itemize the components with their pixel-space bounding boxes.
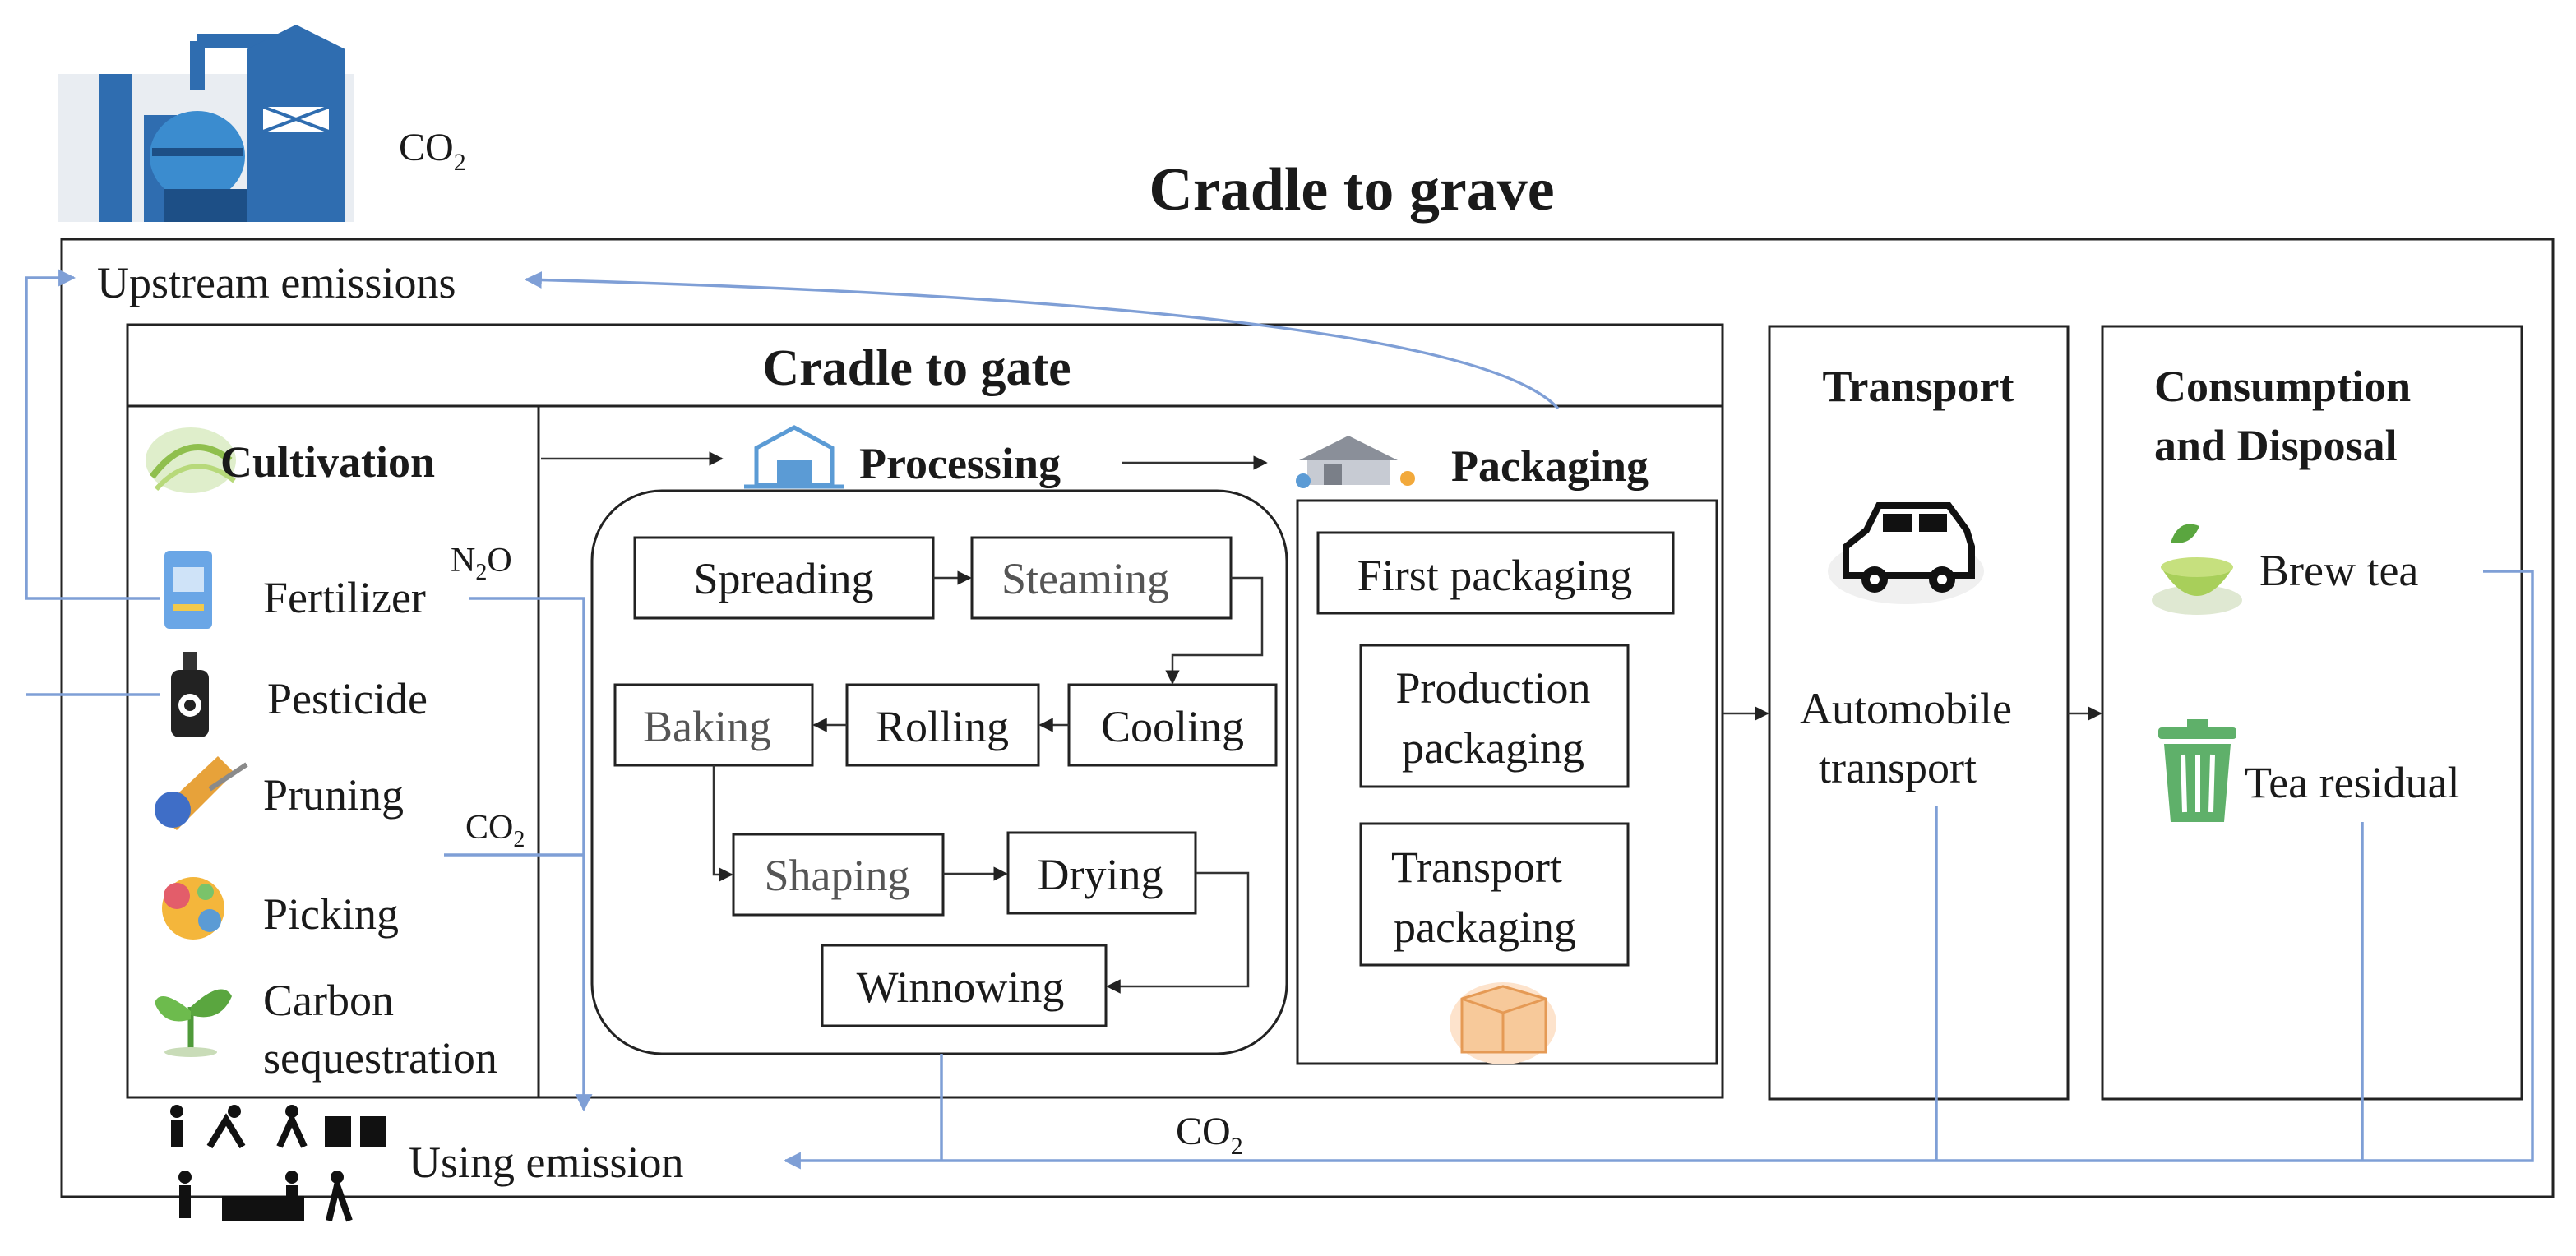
diagram-title: Cradle to grave — [1149, 156, 1554, 224]
picking-icon — [162, 877, 224, 940]
pruning-label: Pruning — [263, 770, 404, 820]
using-emission-label: Using emission — [409, 1138, 684, 1187]
seedling-icon — [155, 989, 232, 1057]
pack-transport-label1: Transport — [1391, 843, 1562, 892]
consumption-title2: and Disposal — [2154, 421, 2398, 470]
pack-first-label: First packaging — [1357, 551, 1632, 600]
step-cooling — [1067, 683, 1278, 767]
sequestration-label: sequestration — [263, 1033, 497, 1083]
step-spreading-label: Spreading — [694, 554, 874, 603]
pesticide-label: Pesticide — [267, 674, 428, 723]
field-icon — [146, 427, 236, 493]
fertilizer-label: Fertilizer — [263, 573, 426, 622]
step-spreading — [633, 536, 935, 620]
step-baking — [613, 683, 814, 767]
brew-tea-label: Brew tea — [2259, 546, 2418, 595]
step-winnowing-label: Winnowing — [857, 963, 1065, 1012]
consumption-box — [2101, 325, 2523, 1101]
co2-factory-label: CO2 — [399, 126, 466, 176]
pack-production — [1359, 644, 1630, 788]
picking-label: Picking — [263, 889, 399, 939]
factory-icon — [58, 25, 354, 222]
step-baking-label: Baking — [643, 702, 771, 751]
pesticide-icon — [171, 652, 209, 737]
fertilizer-icon — [164, 551, 212, 629]
step-rolling-label: Rolling — [876, 702, 1009, 751]
transport-line1: Automobile — [1800, 684, 2012, 733]
processing-title: Processing — [859, 439, 1061, 488]
pruning-icon — [155, 756, 248, 830]
cradle-to-gate-title: Cradle to gate — [762, 340, 1071, 396]
upstream-emissions-label: Upstream emissions — [97, 258, 456, 307]
consumption-title1: Consumption — [2154, 362, 2411, 411]
tea-residual-label: Tea residual — [2245, 758, 2460, 807]
factory-building-icon — [744, 425, 844, 489]
step-shaping-label: Shaping — [764, 851, 909, 900]
cultivation-title: Cultivation — [220, 437, 435, 487]
step-cooling-label: Cooling — [1101, 702, 1244, 751]
trash-icon — [2158, 719, 2236, 822]
packaging-title: Packaging — [1451, 441, 1649, 491]
co2-cultivation-label: CO2 — [465, 809, 525, 852]
n2o-label: N2O — [451, 542, 512, 585]
step-winnowing — [821, 944, 1108, 1027]
box-icon — [1450, 982, 1556, 1064]
step-drying-label: Drying — [1038, 850, 1163, 899]
carbon-label: Carbon — [263, 976, 394, 1025]
cultivation-column: Cultivation Fertilizer Pesticide Pruning… — [146, 427, 497, 1083]
step-steaming-label: Steaming — [1001, 554, 1169, 603]
step-steaming — [970, 536, 1233, 620]
tea-cup-icon — [2152, 524, 2242, 615]
people-icon — [170, 1105, 386, 1222]
car-icon — [1828, 502, 1984, 604]
pack-production-label1: Production — [1396, 663, 1591, 713]
pack-first — [1316, 531, 1675, 615]
co2-bottom-label: CO2 — [1176, 1110, 1243, 1160]
pack-transport — [1359, 822, 1630, 967]
pack-production-label2: packaging — [1402, 723, 1584, 773]
transport-box — [1768, 325, 2070, 1101]
pack-transport-label2: packaging — [1394, 903, 1576, 952]
transport-line2: transport — [1819, 743, 1977, 792]
warehouse-icon — [1296, 436, 1415, 488]
emission-flows — [25, 269, 2534, 1170]
transport-title: Transport — [1822, 362, 2014, 411]
